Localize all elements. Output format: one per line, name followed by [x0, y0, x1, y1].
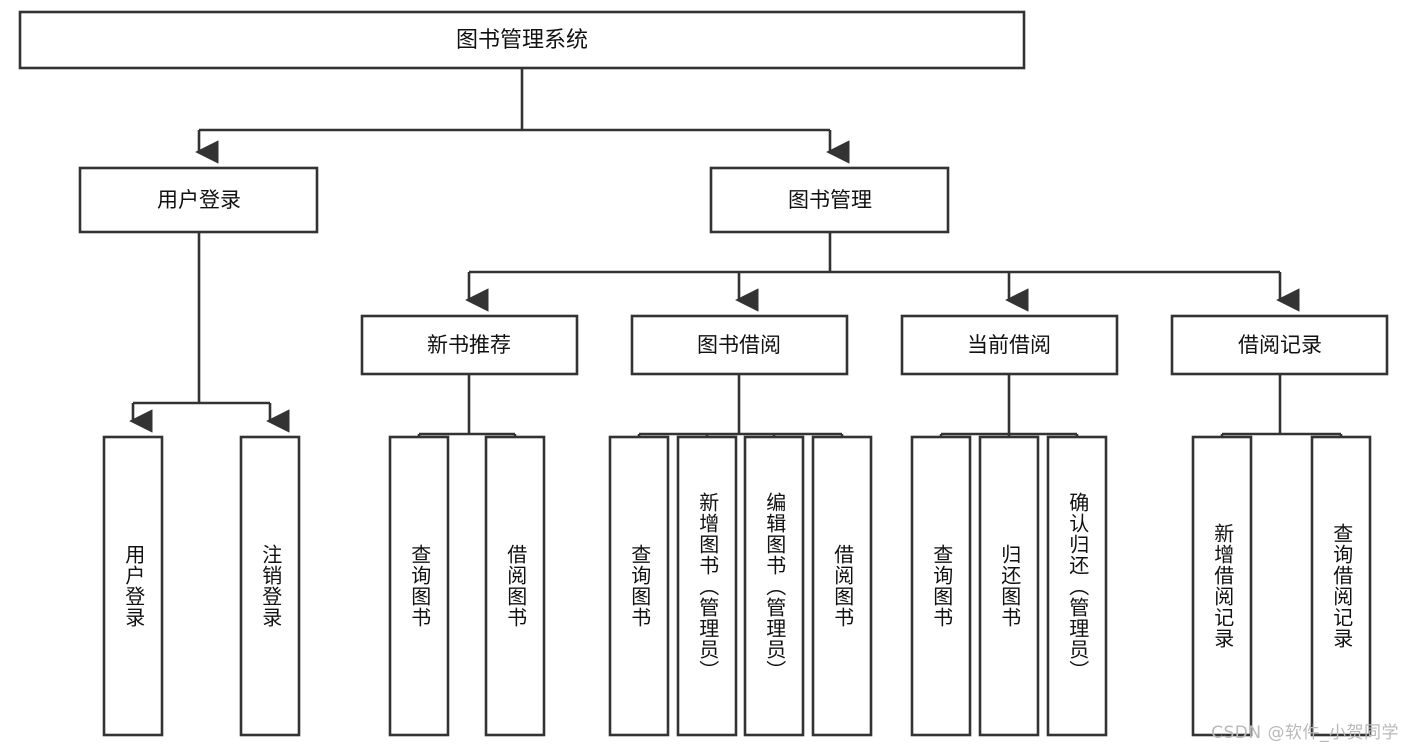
leaves-layer [102, 435, 1372, 737]
leaf-box-query-record[interactable] [1310, 435, 1372, 737]
leaf-box-add-book[interactable] [676, 435, 738, 737]
node-root[interactable] [18, 10, 1026, 70]
leaf-box-confirm-return[interactable] [1046, 435, 1108, 737]
edges-layer [129, 68, 1361, 460]
leaf-box-user-login[interactable] [102, 435, 164, 737]
node-borrow-record-label: 借阅记录 [1238, 333, 1322, 357]
leaf-box-borrow-book-1[interactable] [484, 435, 546, 737]
node-book-borrow-label: 图书借阅 [697, 333, 781, 357]
leaf-box-query-book-3[interactable] [910, 435, 972, 737]
watermark: CSDN @软件_小贺同学 [1211, 723, 1399, 743]
leaf-box-add-record[interactable] [1191, 435, 1253, 737]
node-user-login-label: 用户登录 [157, 188, 241, 212]
node-root-label: 图书管理系统 [456, 28, 588, 53]
node-book-manage-label: 图书管理 [788, 188, 872, 212]
node-new-book-rec[interactable] [360, 314, 579, 376]
node-current-borrow[interactable] [900, 314, 1119, 376]
leaf-box-query-book-2[interactable] [608, 435, 670, 737]
leaf-box-return-book[interactable] [978, 435, 1040, 737]
nodes-layer: 图书管理系统 用户登录 图书管理 新书推荐 图书借阅 当前借阅 借阅记录 [18, 10, 1389, 376]
node-book-manage[interactable] [709, 166, 950, 234]
leaf-box-logout[interactable] [239, 435, 301, 737]
leaf-box-query-book-1[interactable] [388, 435, 450, 737]
node-current-borrow-label: 当前借阅 [967, 333, 1051, 357]
node-user-login[interactable] [78, 166, 319, 234]
node-new-book-rec-label: 新书推荐 [427, 333, 511, 357]
node-borrow-record[interactable] [1170, 314, 1389, 376]
leaf-box-borrow-book-2[interactable] [811, 435, 873, 737]
node-book-borrow[interactable] [630, 314, 849, 376]
leaf-box-edit-book[interactable] [743, 435, 805, 737]
